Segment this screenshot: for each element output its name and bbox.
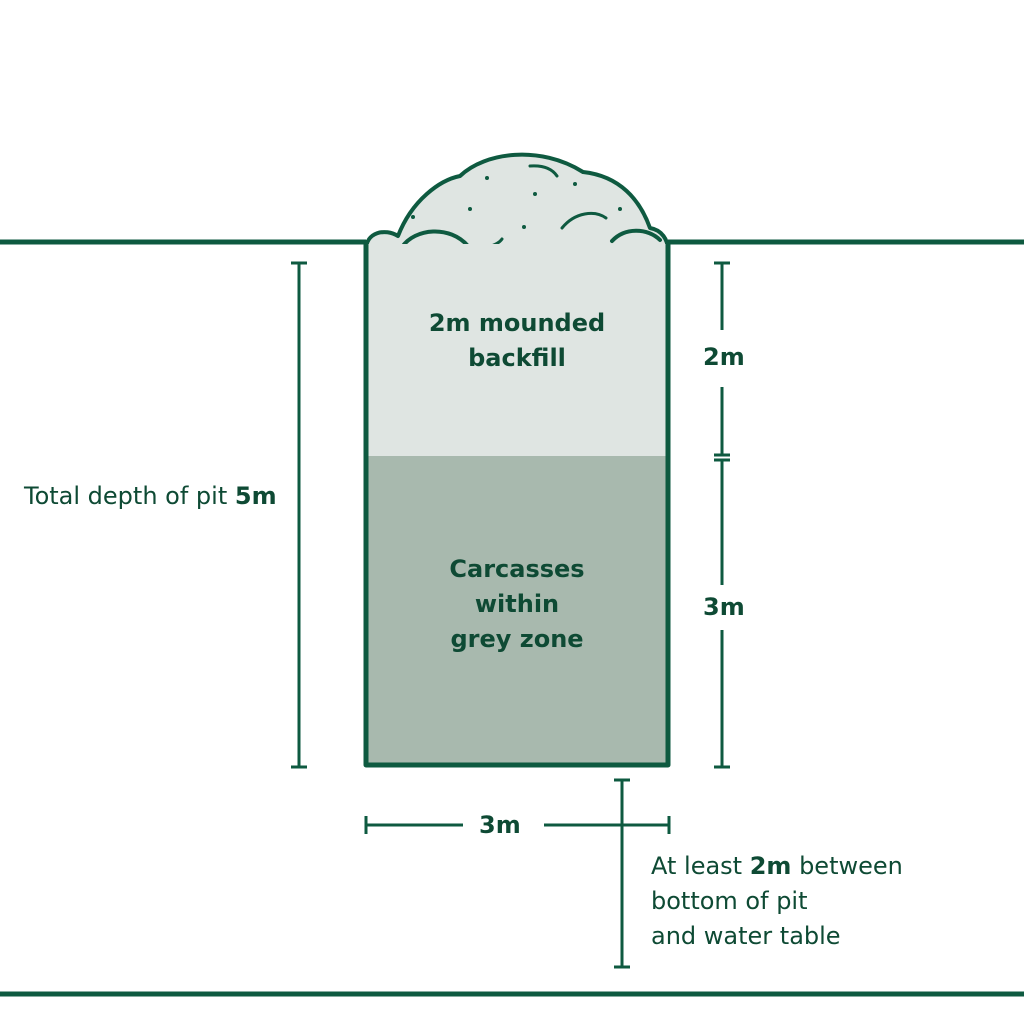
water-table-gap-dimension [614,778,630,969]
carcass-zone [366,456,668,765]
water-table-note: At least 2m between bottom of pit and wa… [651,852,903,950]
carcass-depth-dimension [714,458,730,769]
carcass-depth-value: 3m [703,593,745,621]
pit-width-value: 3m [479,811,521,839]
carcass-label: Carcasses within grey zone [449,555,585,653]
backfill-depth-dimension [714,261,730,457]
total-depth-dimension [291,261,307,769]
backfill-zone [366,244,668,456]
total-depth-label: Total depth of pit 5m [24,482,277,510]
backfill-mound [364,152,670,252]
backfill-label: 2m mounded backfill [428,309,606,372]
width-dimension [364,816,671,834]
backfill-depth-value: 2m [703,343,745,371]
pit-outline [363,240,671,768]
